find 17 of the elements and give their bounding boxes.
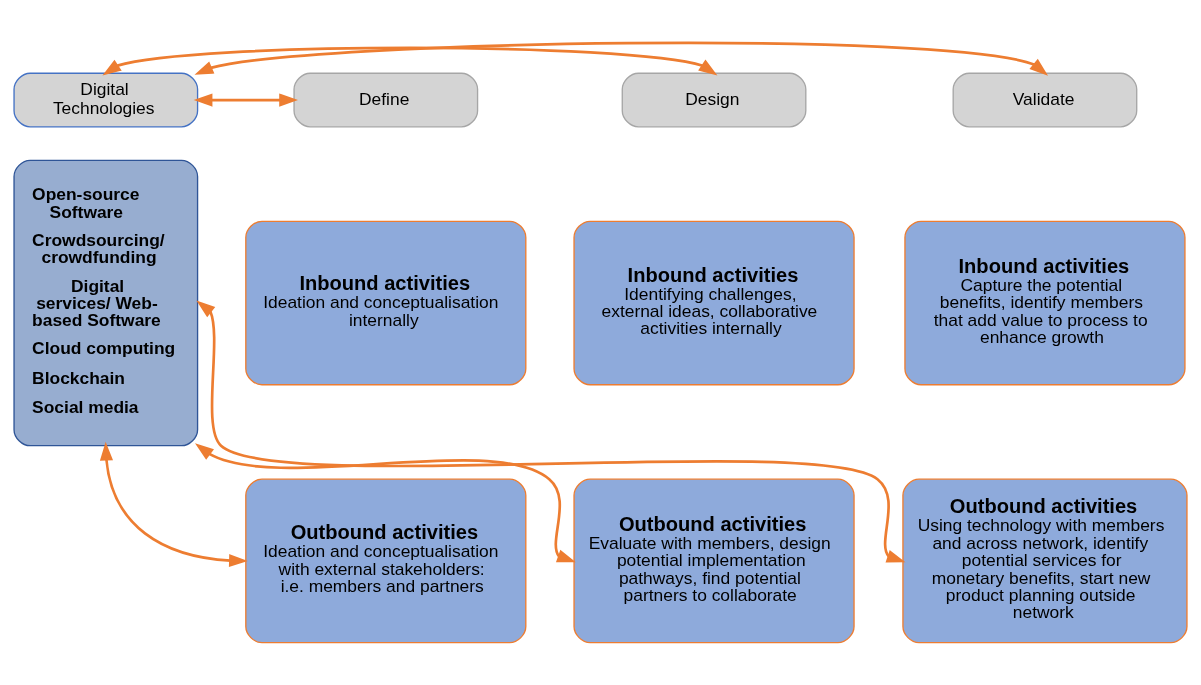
arrow <box>99 441 248 568</box>
node-box: Inbound activities Ideation and conceptualisation internally <box>245 220 527 386</box>
arrow <box>195 443 576 563</box>
node-box: Validate <box>952 72 1138 128</box>
arrow <box>196 300 906 563</box>
node-box: Outbound activities Ideation and conceptualisation with external stakeholders: i.e. members and partners <box>245 478 527 644</box>
node-box: Open-source Software Crowdsourcing/ crowdfunding Digital services/ Web-based Software Cloud computing Blockchain Social media <box>13 159 199 447</box>
node-box: Inbound activities Identifying challenges, external ideas, collaborative activities internally <box>573 220 855 386</box>
node-box: Design <box>621 72 807 128</box>
node-box: Digital Technologies <box>13 72 199 128</box>
arrow <box>194 41 1049 76</box>
arrow <box>193 93 298 107</box>
node-box: Outbound activities Evaluate with members, design potential implementation pathways, find potential partners to collaborate <box>573 478 855 644</box>
node-box: Inbound activities Capture the potential benefits, identify members that add value to process to enhance growth <box>904 220 1186 386</box>
arrow <box>102 46 718 76</box>
node-box: Outbound activities Using technology with members and across network, identify potential services for monetary benefits, start new product planning outside network <box>902 478 1188 644</box>
node-box: Define <box>293 72 479 128</box>
